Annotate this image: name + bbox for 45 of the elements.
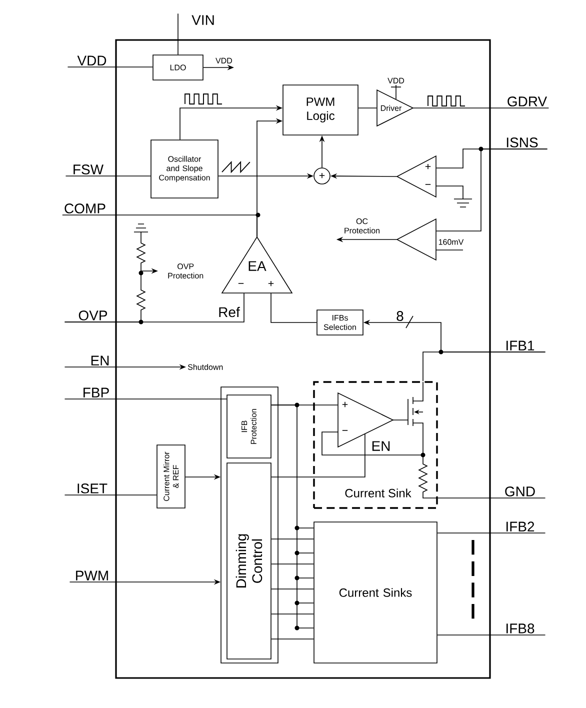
pin-label: IFB1 (506, 340, 534, 350)
pin-label: ISET (78, 484, 108, 494)
pin-label: ISNS (506, 138, 538, 148)
pin-label: EN (91, 356, 109, 366)
signal-label: 160mV (438, 239, 464, 245)
block-box: Oscillator and Slope Compensation (150, 140, 218, 198)
connector-line (437, 532, 546, 534)
pin-label: COMP (64, 204, 106, 214)
block-box: IFBs Selection (316, 310, 364, 336)
block-box: LDO (152, 54, 204, 80)
summing-junction: + (314, 168, 330, 184)
connector-line (422, 352, 546, 382)
connector-line (271, 434, 366, 478)
block-box: Current Sinks (314, 522, 438, 664)
pin-label: IFB8 (506, 624, 534, 634)
edge-label: 8 (396, 311, 404, 321)
connector-line (64, 494, 157, 496)
signal-label: EN (372, 441, 390, 451)
pin-label: FSW (74, 164, 104, 174)
block-box: IFB Protection (226, 394, 272, 458)
block-box: Dimming Control (226, 462, 272, 660)
connector-line (271, 404, 314, 628)
edge-label: Ref (219, 306, 240, 318)
connector-line (67, 66, 153, 68)
pin-label: GND (505, 486, 535, 496)
connector-line (64, 398, 227, 400)
signal-label: OVP Protection (168, 264, 204, 279)
pin-label: VDD (77, 56, 106, 66)
block-box: PWM Logic (282, 84, 358, 136)
block-box (220, 386, 278, 664)
signal-label: VDD (388, 78, 404, 84)
signal-label: OC Protection (344, 218, 380, 234)
pin-label: VIN (192, 15, 214, 25)
connector-line (270, 292, 317, 323)
connector-line (436, 148, 548, 232)
signal-label: Shutdown (188, 364, 223, 370)
pin-label: GDRV (508, 96, 547, 106)
connector-line (271, 538, 314, 640)
pin-label: FBP (84, 388, 109, 398)
pin-label: OVP (78, 310, 108, 320)
pin-label: IFB2 (506, 522, 534, 532)
pin-label: PWM (76, 570, 108, 580)
signal-label: VDD (216, 58, 232, 64)
connector-line (437, 634, 546, 636)
block-box: Current Mirror & REF (156, 444, 186, 508)
